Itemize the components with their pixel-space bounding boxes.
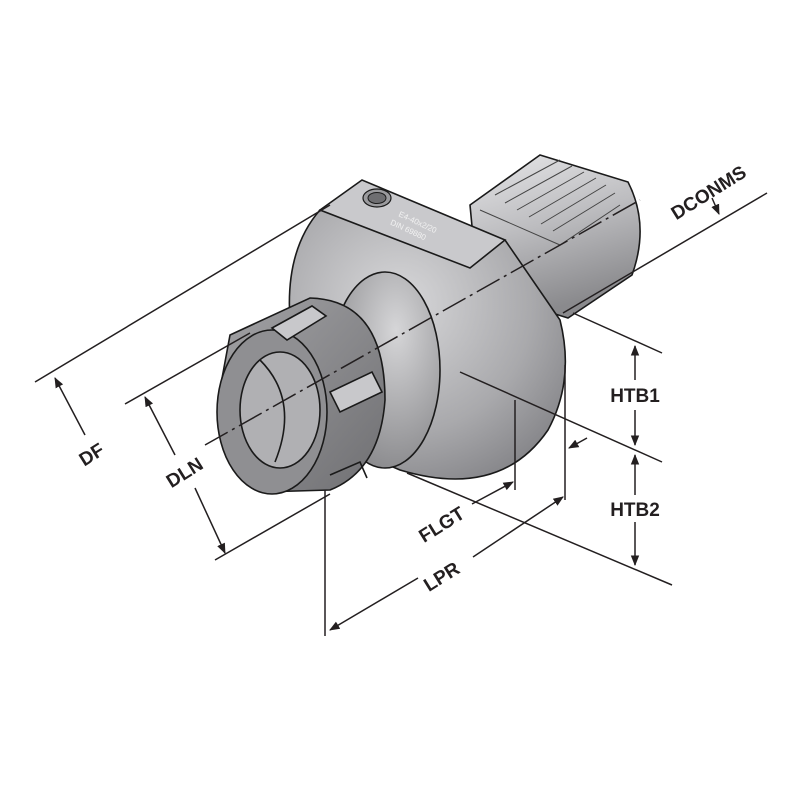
dimension-dln: DLN (144, 396, 226, 554)
label-flgt: FLGT (415, 503, 469, 547)
label-htb1: HTB1 (610, 386, 660, 407)
extension-lines (34, 192, 768, 636)
dimension-dconms: DCONMS (668, 162, 751, 225)
dimension-htb2: HTB2 (610, 453, 660, 567)
dimension-htb1: HTB1 (610, 344, 660, 447)
collet-nut (216, 297, 386, 495)
label-dln: DLN (163, 454, 207, 493)
dimension-flgt: FLGT (415, 481, 514, 547)
label-dconms: DCONMS (668, 162, 751, 225)
label-df: DF (76, 440, 109, 471)
screw-hole-icon (362, 188, 392, 208)
dimension-df: DF (54, 377, 109, 471)
label-htb2: HTB2 (610, 500, 660, 521)
small-arrow (568, 437, 588, 449)
center-axis (204, 199, 641, 446)
label-lpr: LPR (420, 558, 464, 596)
